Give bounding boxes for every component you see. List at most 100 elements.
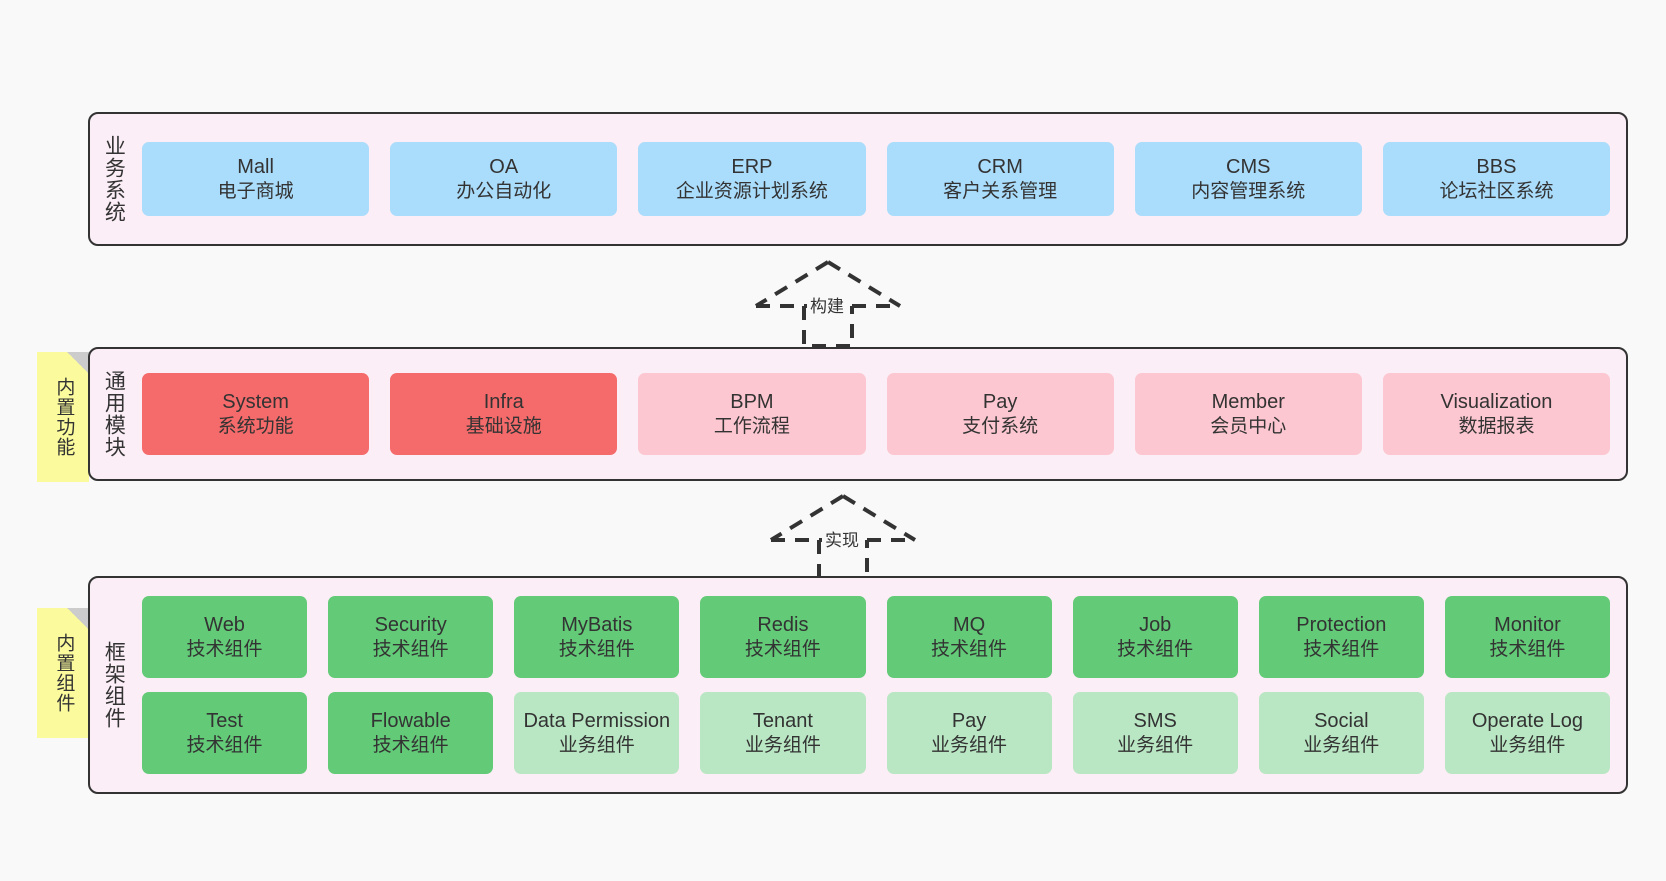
cell-title: BPM [730, 391, 774, 414]
module-layer-title: 通用模块 [102, 370, 126, 458]
cell-subtitle: 业务组件 [1489, 734, 1566, 756]
cell-subtitle: 业务组件 [931, 734, 1008, 756]
cell-title: Infra [483, 391, 524, 414]
builtin-functions-note: 内置功能 [37, 352, 89, 482]
builtin-components-note: 内置组件 [37, 608, 89, 738]
cell-title: Member [1211, 391, 1285, 414]
cell-subtitle: 技术组件 [931, 638, 1008, 660]
cell-subtitle: 业务组件 [744, 734, 821, 756]
cell-subtitle: 技术组件 [186, 638, 263, 660]
cell-title: Mall [237, 156, 274, 179]
builtin-functions-note-label: 内置功能 [53, 377, 75, 457]
cell-title: Flowable [370, 710, 451, 733]
cell-subtitle: 论坛社区系统 [1439, 180, 1554, 202]
note-fold-icon [67, 352, 89, 374]
cell-title: System [222, 391, 289, 414]
build-generalization-arrow: 构建 [752, 258, 904, 348]
builtin-components-note-label: 内置组件 [53, 633, 75, 713]
cell-title: SMS [1133, 710, 1177, 733]
cell-title: Pay [982, 391, 1018, 414]
cell-subtitle: 技术组件 [1303, 638, 1380, 660]
cell-subtitle: 系统功能 [217, 415, 294, 437]
note-fold-icon [67, 608, 89, 630]
cell-subtitle: 业务组件 [558, 734, 635, 756]
cell-title: ERP [731, 156, 773, 179]
cell-title: Redis [757, 614, 809, 637]
cell-title: Visualization [1440, 391, 1553, 414]
cell-title: Data Permission [523, 710, 671, 733]
build-arrow-label: 构建 [807, 292, 847, 317]
cell-title: Tenant [752, 710, 813, 733]
cell-title: Protection [1296, 614, 1387, 637]
cell-subtitle: 技术组件 [1117, 638, 1194, 660]
cell-subtitle: 业务组件 [1117, 734, 1194, 756]
cell-subtitle: 技术组件 [744, 638, 821, 660]
cell-subtitle: 技术组件 [372, 734, 449, 756]
cell-title: Pay [951, 710, 987, 733]
cell-title: Social [1314, 710, 1369, 733]
cell-subtitle: 业务组件 [1303, 734, 1380, 756]
cell-subtitle: 会员中心 [1210, 415, 1287, 437]
cell-subtitle: 工作流程 [713, 415, 790, 437]
cell-subtitle: 客户关系管理 [943, 180, 1058, 202]
cell-title: CRM [977, 156, 1023, 179]
business-layer-title: 业务系统 [102, 135, 126, 223]
cell-title: Security [374, 614, 447, 637]
cell-title: Monitor [1494, 614, 1561, 637]
cell-subtitle: 支付系统 [962, 415, 1039, 437]
cell-subtitle: 企业资源计划系统 [675, 180, 828, 202]
cell-subtitle: 基础设施 [465, 415, 542, 437]
cell-subtitle: 数据报表 [1458, 415, 1535, 437]
cell-title: Test [206, 710, 243, 733]
cell-title: CMS [1226, 156, 1271, 179]
cell-subtitle: 内容管理系统 [1191, 180, 1306, 202]
cell-title: BBS [1476, 156, 1517, 179]
cell-title: MQ [952, 614, 986, 637]
framework-layer-title: 框架组件 [102, 641, 126, 729]
implement-generalization-arrow: 实现 [767, 492, 919, 582]
cell-title: MyBatis [561, 614, 633, 637]
cell-title: Job [1139, 614, 1172, 637]
cell-subtitle: 电子商城 [217, 180, 294, 202]
cell-subtitle: 办公自动化 [456, 180, 552, 202]
